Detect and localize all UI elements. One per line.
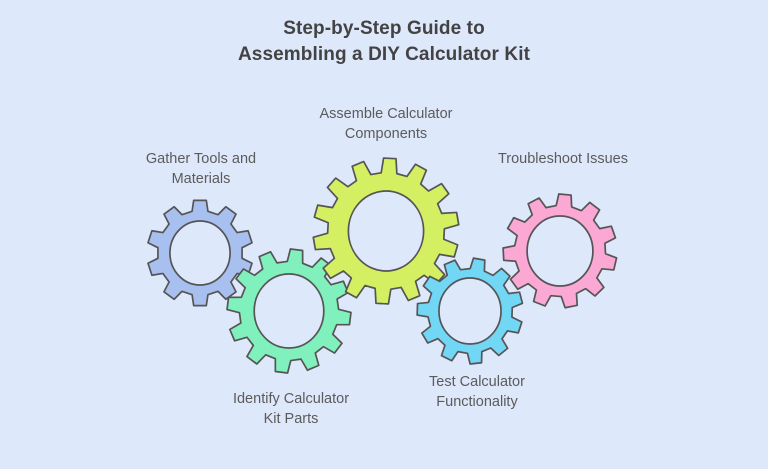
page-title: Step-by-Step Guide to Assembling a DIY C… bbox=[0, 16, 768, 67]
gear-label-identify-parts: Identify Calculator Kit Parts bbox=[232, 391, 350, 427]
gear-troubleshoot-issues bbox=[502, 193, 618, 309]
gear-label-assemble-components: Assemble Calculator Components bbox=[319, 106, 453, 142]
gear-identify-parts bbox=[226, 248, 352, 374]
gear-assemble-components bbox=[312, 157, 460, 305]
gear-hub-identify-parts bbox=[253, 273, 325, 349]
gear-test-functionality bbox=[416, 257, 524, 365]
gear-gather-tools bbox=[147, 199, 253, 307]
gear-label-test-functionality: Test Calculator Functionality bbox=[429, 374, 525, 410]
title-line-2: Assembling a DIY Calculator Kit bbox=[237, 43, 531, 65]
gear-label-troubleshoot-issues: Troubleshoot Issues bbox=[497, 151, 629, 167]
gear-hub-gather-tools bbox=[169, 220, 231, 286]
gear-label-gather-tools: Gather Tools and Materials bbox=[145, 151, 257, 187]
gear-hub-troubleshoot-issues bbox=[526, 215, 594, 287]
gear-hub-test-functionality bbox=[438, 277, 502, 345]
title-line-1: Step-by-Step Guide to bbox=[283, 18, 485, 39]
gear-hub-assemble-components bbox=[347, 190, 425, 272]
